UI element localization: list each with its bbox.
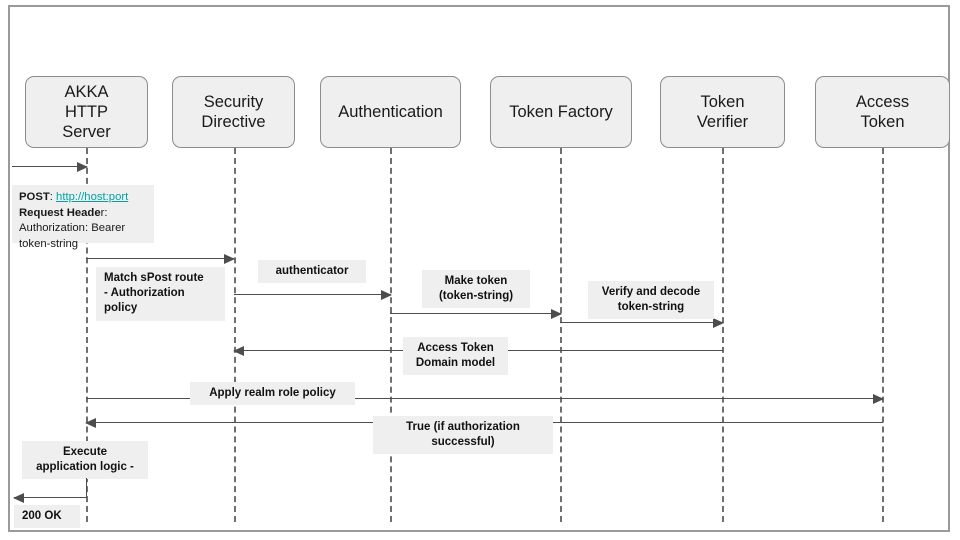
message-label-match-spost-route: Match sPost route - Authorization policy (96, 267, 225, 321)
message-connector-200-ok (86, 478, 87, 498)
arrowhead-icon (551, 309, 562, 319)
message-label-apply-realm-role-policy: Apply realm role policy (190, 382, 355, 406)
message-label-execute-application-logic: Execute application logic - (22, 441, 148, 480)
message-arrow-match-spost-route (86, 254, 235, 264)
arrowhead-icon (77, 162, 88, 172)
message-label-make-token: Make token (token-string) (422, 270, 530, 309)
message-label-true-if-authorization-successful: True (if authorization successful) (373, 416, 553, 455)
participant-security-directive[interactable]: Security Directive (172, 76, 295, 148)
lifeline-akka-http-server (86, 148, 88, 522)
arrowhead-icon (85, 418, 96, 428)
lifeline-token-verifier (722, 148, 724, 522)
message-arrow-authenticator (234, 290, 392, 300)
note-post-label: POST (19, 191, 50, 203)
arrowhead-icon (233, 346, 244, 356)
participant-akka-http-server[interactable]: AKKA HTTP Server (25, 76, 148, 148)
message-arrow-apply-realm-role-policy (86, 394, 884, 404)
note-url-link[interactable]: http://host:port (56, 191, 129, 203)
note-header-label-rest: r: (100, 206, 108, 219)
message-arrow-verify-and-decode (560, 318, 724, 328)
note-line-post: POST: http://host:port (19, 190, 147, 206)
message-label-authenticator: authenticator (258, 260, 366, 284)
message-label-200-ok: 200 OK (14, 505, 80, 529)
arrowhead-icon (13, 493, 24, 503)
message-label-access-token-domain-model: Access Token Domain model (403, 337, 508, 376)
lifeline-access-token (882, 148, 884, 522)
participant-token-verifier[interactable]: Token Verifier (660, 76, 785, 148)
participant-token-factory[interactable]: Token Factory (490, 76, 632, 148)
participant-access-token[interactable]: Access Token (815, 76, 950, 148)
note-post-sep: : (49, 191, 57, 203)
lifeline-security-directive (234, 148, 236, 522)
lifeline-authentication (390, 148, 392, 522)
note-line-token: token-string (19, 237, 79, 250)
message-arrow-200-ok (13, 493, 87, 503)
message-label-verify-and-decode: Verify and decode token-string (588, 281, 714, 320)
arrowhead-icon (713, 318, 724, 328)
lifeline-token-factory (560, 148, 562, 522)
note-line-authorization: Authorization: Bearer (19, 222, 126, 235)
arrowhead-icon (873, 394, 884, 404)
participant-authentication[interactable]: Authentication (320, 76, 461, 148)
note-line-header: Request Header: (19, 206, 147, 222)
arrowhead-icon (381, 290, 392, 300)
arrowhead-icon (224, 254, 235, 264)
note-request-details: POST: http://host:port Request Header: A… (12, 185, 154, 250)
message-arrow-incoming-request (12, 162, 88, 172)
message-arrow-make-token (390, 309, 562, 319)
note-header-label: Request Heade (19, 206, 101, 219)
